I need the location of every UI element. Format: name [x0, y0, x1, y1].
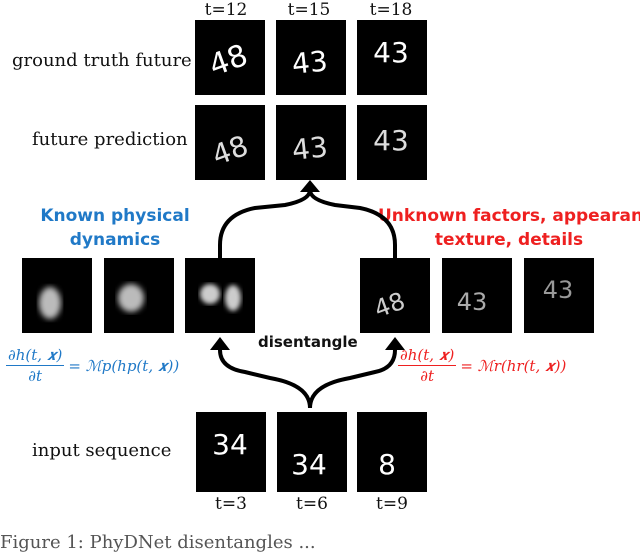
input-frame-t9: 8	[357, 412, 427, 492]
physical-equation-denominator: ∂t	[6, 365, 65, 385]
svg-text:34: 34	[291, 448, 327, 481]
svg-text:43: 43	[290, 44, 329, 81]
ground-truth-frame-t18: 43	[357, 20, 427, 95]
residual-equation-rhs: = ℳr(hr(t, 𝒙))	[460, 356, 567, 375]
upper-arrow-left-branch	[218, 189, 312, 258]
residual-frame-2: 43	[442, 258, 512, 333]
svg-text:43: 43	[373, 124, 409, 157]
lower-arrow-right-branch	[308, 349, 397, 409]
ground-truth-label: ground truth future	[12, 50, 192, 71]
prediction-frame-t15: 43	[276, 105, 346, 180]
known-dynamics-heading-line2: dynamics	[69, 230, 161, 250]
time-label-t18: t=18	[369, 0, 413, 20]
ground-truth-frame-t12: 48	[195, 20, 265, 95]
physical-frame-3	[185, 258, 255, 333]
physical-equation-rhs: = ℳp(hp(t, 𝒙))	[68, 356, 180, 375]
residual-equation-numerator: ∂h(t, 𝒙)	[400, 346, 455, 364]
svg-text:43: 43	[373, 36, 409, 69]
time-label-t9: t=9	[376, 494, 408, 514]
physical-frame-1	[22, 258, 92, 333]
unknown-factors-heading-line1: Unknown factors, appearance,	[378, 206, 640, 226]
residual-equation: ∂h(t, 𝒙) ∂t = ℳr(hr(t, 𝒙))	[398, 346, 566, 385]
known-dynamics-heading: Known physical dynamics	[40, 204, 190, 252]
time-label-t6: t=6	[296, 494, 328, 514]
lower-arrow-right-head	[385, 337, 405, 350]
upper-arrow-head	[300, 180, 320, 192]
residual-frame-3: 43	[524, 258, 594, 333]
prediction-frame-t18: 43	[357, 105, 427, 180]
time-label-t12: t=12	[204, 0, 248, 20]
lower-arrow-left-branch	[218, 349, 312, 409]
residual-frame-1: 48	[360, 258, 430, 333]
time-label-t15: t=15	[287, 0, 331, 20]
svg-text:43: 43	[457, 288, 488, 316]
upper-arrow-right-branch	[308, 189, 397, 258]
physical-equation: ∂h(t, 𝒙) ∂t = ℳp(hp(t, 𝒙))	[6, 346, 179, 385]
svg-text:8: 8	[378, 448, 396, 481]
unknown-factors-heading: Unknown factors, appearance, texture, de…	[378, 204, 640, 252]
residual-equation-denominator: ∂t	[398, 365, 457, 385]
svg-text:43: 43	[543, 276, 574, 304]
physical-frame-2	[104, 258, 174, 333]
input-frame-t3: 34	[196, 412, 266, 492]
disentangle-label: disentangle	[258, 333, 358, 351]
prediction-frame-t12: 48	[195, 105, 265, 180]
svg-text:34: 34	[212, 428, 248, 461]
unknown-factors-heading-line2: texture, details	[434, 230, 584, 250]
physical-equation-numerator: ∂h(t, 𝒙)	[8, 346, 63, 364]
ground-truth-frame-t15: 43	[276, 20, 346, 95]
input-sequence-label: input sequence	[32, 440, 172, 461]
svg-text:43: 43	[290, 130, 329, 167]
input-frame-t6: 34	[277, 412, 347, 492]
future-prediction-label: future prediction	[32, 129, 188, 150]
time-label-t3: t=3	[215, 494, 247, 514]
figure-caption: Figure 1: PhyDNet disentangles ...	[0, 532, 316, 553]
lower-arrow-left-head	[210, 337, 230, 350]
known-dynamics-heading-line1: Known physical	[40, 206, 190, 226]
